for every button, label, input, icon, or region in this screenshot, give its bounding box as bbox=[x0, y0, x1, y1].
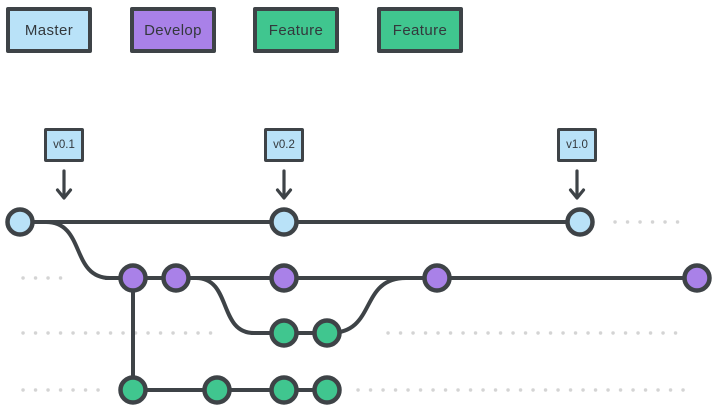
legend-box-develop: Develop bbox=[130, 7, 216, 53]
feature-2-commit-2 bbox=[202, 375, 232, 405]
master-commit-1 bbox=[5, 207, 35, 237]
develop-commit-1 bbox=[118, 263, 148, 293]
down-arrow-head-v1.0 bbox=[568, 188, 586, 200]
down-arrow-head-v0.1 bbox=[55, 188, 73, 200]
master-commit-3 bbox=[565, 207, 595, 237]
master-to-develop-branch-curve bbox=[44, 220, 112, 280]
tag-v1-0: v1.0 bbox=[557, 128, 597, 162]
down-arrow-head-v0.2 bbox=[275, 188, 293, 200]
feature-1-commit-1 bbox=[269, 318, 299, 348]
legend-box-master: Master bbox=[6, 7, 92, 53]
develop-commit-2 bbox=[161, 263, 191, 293]
tag-v1-0-label: v1.0 bbox=[566, 139, 588, 151]
develop-commit-3 bbox=[269, 263, 299, 293]
develop-to-feature-branch-curve bbox=[194, 276, 256, 335]
legend-label-feature-2: Feature bbox=[392, 21, 448, 39]
tag-v0-1: v0.1 bbox=[44, 128, 84, 162]
develop-commit-4 bbox=[422, 263, 452, 293]
legend-label-feature-1: Feature bbox=[268, 21, 324, 39]
legend-box-feature-1: Feature bbox=[253, 7, 339, 53]
legend-label-develop: Develop bbox=[144, 21, 202, 39]
tag-v0-2-label: v0.2 bbox=[273, 139, 295, 151]
feature-to-develop-merge-curve bbox=[328, 276, 408, 335]
feature-2-commit-4 bbox=[312, 375, 342, 405]
feature-2-commit-1 bbox=[118, 375, 148, 405]
legend-box-feature-2: Feature bbox=[377, 7, 463, 53]
feature-1-commit-2 bbox=[312, 318, 342, 348]
tag-v0-2: v0.2 bbox=[264, 128, 304, 162]
develop-commit-5 bbox=[682, 263, 712, 293]
legend-label-master: Master bbox=[24, 21, 74, 39]
master-commit-2 bbox=[269, 207, 299, 237]
tag-v0-1-label: v0.1 bbox=[53, 139, 75, 151]
feature-2-commit-3 bbox=[269, 375, 299, 405]
